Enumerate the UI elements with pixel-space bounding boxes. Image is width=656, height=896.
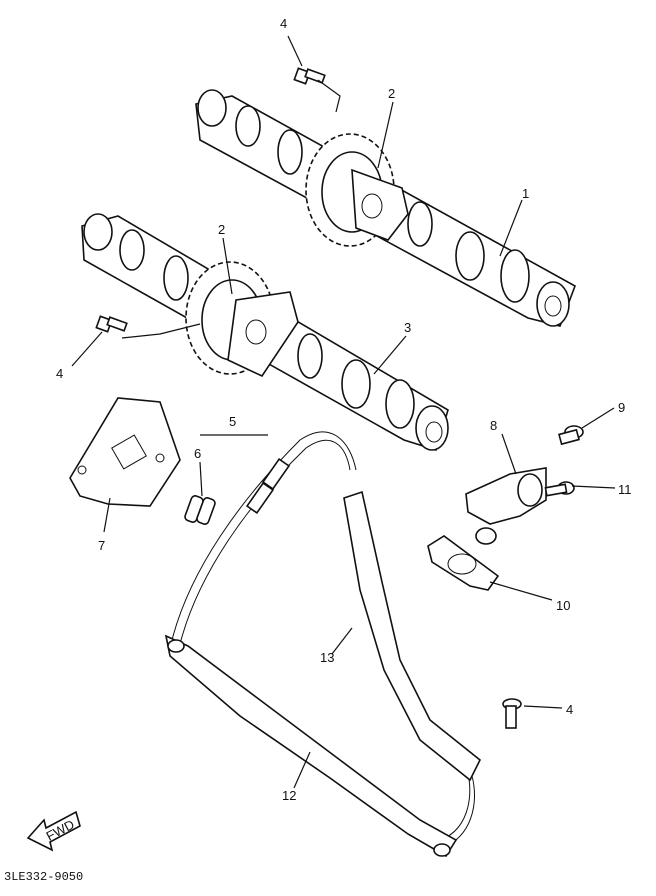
callout-8: 8	[490, 418, 497, 433]
fwd-arrow-icon: FWD	[26, 810, 81, 852]
callout-4-top: 4	[280, 16, 287, 31]
callout-4-left: 4	[56, 366, 63, 381]
drawing-code: 3LE332-9050	[4, 870, 83, 884]
cam-sprocket-lower	[185, 261, 299, 378]
callout-9: 9	[618, 400, 625, 415]
leader-lines	[71, 35, 616, 789]
chain-tensioner	[465, 467, 547, 545]
callout-5: 5	[229, 414, 236, 429]
fwd-label: FWD	[44, 817, 77, 844]
callout-10: 10	[556, 598, 570, 613]
bolt-lower	[502, 698, 522, 729]
chain-guide-front	[343, 490, 482, 782]
callout-1: 1	[522, 186, 529, 201]
callout-6: 6	[194, 446, 201, 461]
chain-guide-rear	[164, 634, 458, 858]
tensioner-gasket	[427, 535, 500, 591]
tensioner-bolt-lower	[544, 481, 575, 497]
callout-12: 12	[282, 788, 296, 803]
callout-2-lower: 2	[218, 222, 225, 237]
callout-7: 7	[98, 538, 105, 553]
bolt-upper	[293, 67, 326, 85]
cam-chain	[171, 431, 476, 847]
cam-sprocket-upper	[305, 133, 409, 247]
callout-3: 3	[404, 320, 411, 335]
callout-4-bottom: 4	[566, 702, 573, 717]
callout-13: 13	[320, 650, 334, 665]
callout-2-upper: 2	[388, 86, 395, 101]
callout-11: 11	[618, 482, 632, 497]
bolt-left	[95, 315, 128, 333]
chain-link-joint	[184, 495, 216, 525]
chain-guide-top	[69, 397, 181, 507]
tensioner-bolt-upper	[558, 425, 584, 446]
